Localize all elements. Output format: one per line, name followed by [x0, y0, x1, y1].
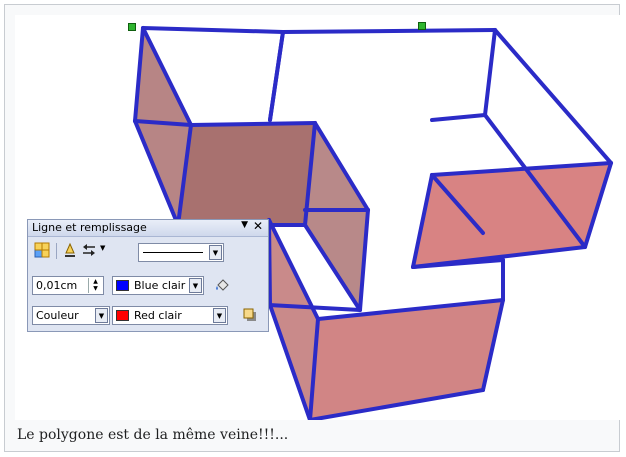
- line-color-select[interactable]: Blue clair ▼: [112, 276, 204, 295]
- line-style-sample: [143, 252, 203, 253]
- image-caption: Le polygone est de la même veine!!!...: [17, 427, 289, 443]
- toolbar-separator: [56, 243, 57, 259]
- fill-face: [135, 28, 191, 225]
- area-style-icon[interactable]: [34, 242, 52, 260]
- line-width-value: 0,01cm: [36, 279, 78, 292]
- line-width-stepper[interactable]: 0,01cm ▲▼: [32, 276, 104, 295]
- toolbar-titlebar[interactable]: Ligne et remplissage ▼ ✕: [28, 219, 268, 237]
- arrow-style-dropdown-icon[interactable]: ▼: [100, 244, 106, 252]
- drawing-canvas[interactable]: [15, 15, 620, 420]
- line-color-dropdown-icon[interactable]: ▼: [189, 278, 202, 293]
- line-color-label: Blue clair: [134, 279, 186, 292]
- arrow-style-icon[interactable]: [81, 242, 99, 260]
- fill-type-select[interactable]: Couleur ▼: [32, 306, 110, 325]
- toolbar-menu-icon[interactable]: ▼: [241, 220, 248, 230]
- polygon-3d-drawing: [133, 26, 613, 420]
- line-style-select[interactable]: ▼: [138, 243, 224, 262]
- line-color-swatch: [116, 280, 129, 291]
- fill-type-label: Couleur: [36, 309, 79, 322]
- selection-handle[interactable]: [418, 22, 426, 30]
- fill-color-swatch: [116, 310, 129, 321]
- selection-handle[interactable]: [128, 23, 136, 31]
- line-style-icon[interactable]: [62, 242, 80, 260]
- stepper-arrows-icon[interactable]: ▲▼: [88, 278, 102, 293]
- close-icon[interactable]: ✕: [252, 219, 263, 233]
- line-fill-toolbar[interactable]: Ligne et remplissage ▼ ✕ ▼ ▼ 0,01cm: [27, 219, 269, 332]
- shadow-icon[interactable]: [242, 307, 260, 325]
- fill-color-dropdown-icon[interactable]: ▼: [213, 308, 226, 323]
- fill-face: [310, 300, 503, 420]
- fill-bucket-icon[interactable]: [214, 277, 232, 295]
- fill-color-select[interactable]: Red clair ▼: [112, 306, 228, 325]
- toolbar-title: Ligne et remplissage: [32, 221, 147, 234]
- fill-face: [178, 123, 315, 225]
- fill-face: [305, 123, 368, 310]
- fill-color-label: Red clair: [134, 309, 182, 322]
- fill-face: [269, 220, 318, 420]
- line-style-dropdown-icon[interactable]: ▼: [209, 245, 222, 260]
- fill-type-dropdown-icon[interactable]: ▼: [95, 308, 108, 323]
- fill-face: [413, 163, 611, 267]
